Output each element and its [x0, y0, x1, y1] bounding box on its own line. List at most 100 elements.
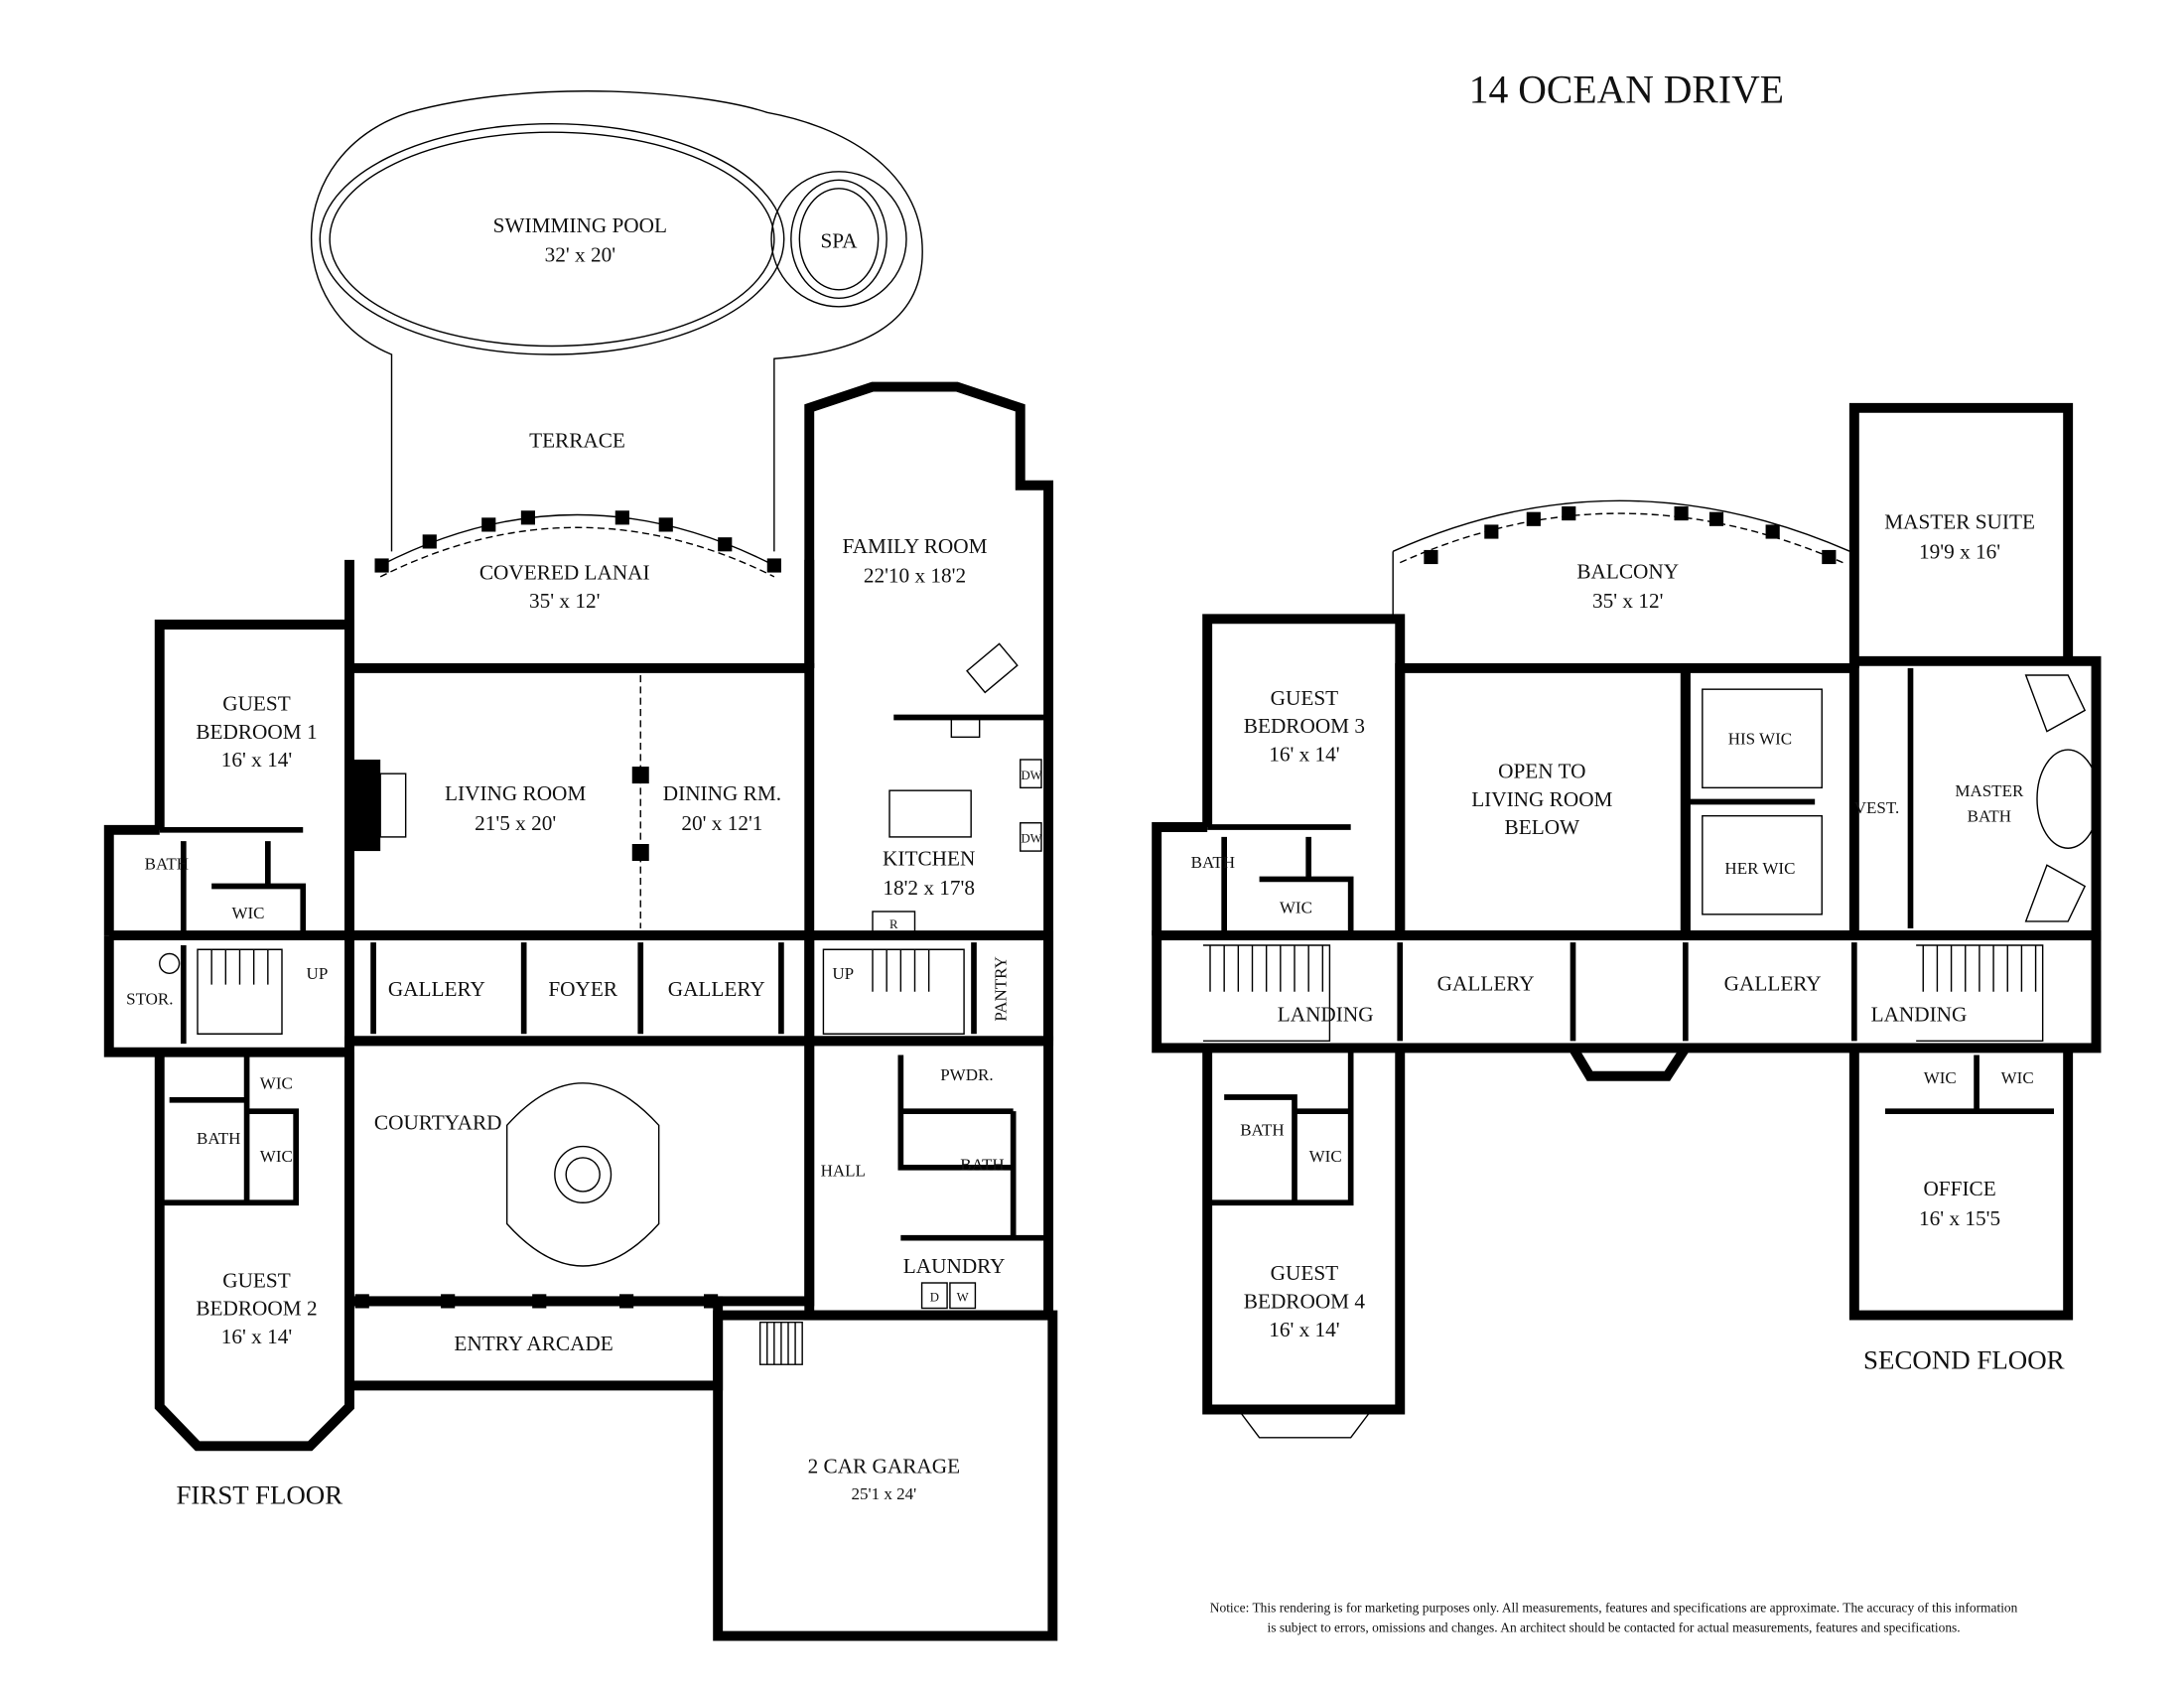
- entry-arcade-label: ENTRY ARCADE: [454, 1332, 613, 1355]
- open-to-below-label-2: LIVING ROOM: [1471, 787, 1612, 811]
- gallery-2-label: GALLERY: [668, 977, 765, 1001]
- bay-window-4: [1237, 1409, 1373, 1439]
- her-wic-shelving: [1702, 814, 1823, 915]
- open-to-below-label-1: OPEN TO: [1498, 759, 1585, 782]
- balcony-columns: [1424, 506, 1837, 565]
- terrace-label: TERRACE: [529, 429, 625, 453]
- master-suite-walls: [1848, 402, 2074, 668]
- up-label-1: UP: [307, 964, 329, 983]
- spa-outer: [770, 171, 907, 308]
- guest-bedroom-3-size: 16' x 14': [1269, 742, 1339, 766]
- guest-bedroom-3-label-2: BEDROOM 3: [1244, 714, 1365, 738]
- pool-label: SWIMMING POOL: [493, 213, 667, 237]
- bath-wic-block-walls: [103, 824, 350, 941]
- bath-2-label: BATH: [197, 1129, 240, 1148]
- wic-2-label: WIC: [260, 1074, 293, 1093]
- balcony-size: 35' x 12': [1592, 589, 1663, 613]
- wic-3-label: WIC: [260, 1147, 293, 1166]
- bath-3-label: BATH: [960, 1156, 1004, 1175]
- second-floor-label: SECOND FLOOR: [1863, 1344, 2065, 1374]
- dishwasher-box-1: [1020, 759, 1042, 789]
- courtyard-fountain-area: [505, 1082, 660, 1267]
- stair-stor-walls: [103, 935, 350, 1057]
- landing-1-label: LANDING: [1278, 1003, 1374, 1027]
- bath-2-walls: [159, 1052, 300, 1206]
- living-room-size: 21'5 x 20': [475, 811, 556, 835]
- stairs-left: [1202, 944, 1331, 1043]
- range-box: [872, 911, 916, 933]
- vest-label: VEST.: [1854, 798, 1900, 817]
- master-suite-label: MASTER SUITE: [1884, 510, 2035, 534]
- guest-bedroom-4-label-1: GUEST: [1271, 1261, 1338, 1285]
- wic-2f-4-label: WIC: [1309, 1147, 1342, 1166]
- guest-bedroom-2-size: 16' x 14': [221, 1325, 292, 1348]
- spa: [790, 179, 887, 300]
- master-suite-size: 19'9 x 16': [1919, 539, 2000, 563]
- dishwasher-label-1: DW: [1021, 769, 1042, 782]
- dining-room-label: DINING RM.: [663, 781, 781, 805]
- office-size: 16' x 15'5: [1919, 1206, 2000, 1230]
- guest-bedroom-4-label-2: BEDROOM 4: [1244, 1290, 1366, 1314]
- office-wic-walls: [1885, 1055, 2054, 1114]
- fireplace-icon: [351, 760, 381, 852]
- pool-deck-outline: [310, 90, 923, 552]
- guest-bedroom-2-label-1: GUEST: [222, 1268, 290, 1292]
- arcade-columns: [354, 1294, 719, 1309]
- shower-2-icon: [2024, 864, 2087, 922]
- plan-title: 14 OCEAN DRIVE: [1469, 68, 1784, 111]
- first-floor-label: FIRST FLOOR: [176, 1479, 342, 1509]
- wic-2f-2-label: WIC: [1924, 1068, 1957, 1087]
- fountain-inner: [565, 1157, 601, 1193]
- guest-bedroom-3-label-1: GUEST: [1271, 686, 1338, 710]
- garage-size: 25'1 x 24': [852, 1484, 917, 1503]
- bath-2f-interior-walls: [1207, 824, 1354, 936]
- range-label: R: [889, 917, 898, 931]
- guest-bedroom-2-label-2: BEDROOM 2: [196, 1297, 317, 1321]
- pool-size: 32' x 20': [545, 243, 615, 267]
- stairs-right: [1916, 944, 2044, 1043]
- pantry-label: PANTRY: [992, 956, 1011, 1022]
- courtyard-walls: [344, 1036, 815, 1307]
- guest-bedroom-1-size: 16' x 14': [221, 748, 292, 772]
- notice-line-2: is subject to errors, omissions and chan…: [1268, 1619, 1961, 1634]
- hearth: [379, 773, 407, 838]
- swimming-pool: [319, 122, 785, 355]
- swimming-pool-inner: [329, 131, 775, 348]
- dishwasher-label-2: DW: [1021, 832, 1042, 846]
- kitchen-island: [888, 789, 972, 838]
- upper-corridor-walls: [1152, 930, 2102, 1054]
- notice-line-1: Notice: This rendering is for marketing …: [1210, 1601, 2018, 1616]
- lanai-arc-inner: [379, 526, 775, 578]
- spa-label: SPA: [820, 228, 858, 252]
- gallery-2f-1-label: GALLERY: [1437, 971, 1535, 995]
- bath-interior-walls: [159, 827, 307, 936]
- bath-2f-label: BATH: [1191, 853, 1235, 872]
- pwdr-label: PWDR.: [940, 1065, 993, 1084]
- wic-1-label: WIC: [231, 904, 264, 922]
- column: [631, 844, 649, 861]
- laundry-label: LAUNDRY: [903, 1254, 1006, 1278]
- fountain-icon: [554, 1145, 613, 1203]
- family-room-walls: [804, 381, 1054, 1042]
- guest-bedroom-1-label-1: GUEST: [222, 691, 290, 715]
- guest-bedroom-1-label-2: BEDROOM 1: [196, 720, 317, 744]
- balcony-label: BALCONY: [1576, 559, 1679, 583]
- dishwasher-box-2: [1020, 822, 1042, 852]
- bay-window-walls: [1569, 1045, 1690, 1081]
- wic-2f-1-label: WIC: [1280, 898, 1312, 916]
- shower-1-icon: [2024, 674, 2087, 733]
- guest-bedroom-4-size: 16' x 14': [1269, 1318, 1339, 1341]
- bath-2f-2-label: BATH: [1240, 1120, 1284, 1139]
- open-to-below-label-3: BELOW: [1505, 815, 1580, 839]
- bathtub-icon: [2036, 749, 2101, 849]
- dining-room-size: 20' x 12'1: [681, 811, 762, 835]
- spa-inner: [798, 188, 880, 291]
- dryer-box: [920, 1282, 948, 1310]
- gallery-2f-2-label: GALLERY: [1724, 971, 1822, 995]
- garage-walls: [713, 1310, 1058, 1641]
- bath-1-label: BATH: [145, 855, 189, 874]
- fireplace-family-icon: [966, 642, 1019, 694]
- lanai-arc: [379, 513, 775, 567]
- cooktop-icon: [950, 715, 981, 739]
